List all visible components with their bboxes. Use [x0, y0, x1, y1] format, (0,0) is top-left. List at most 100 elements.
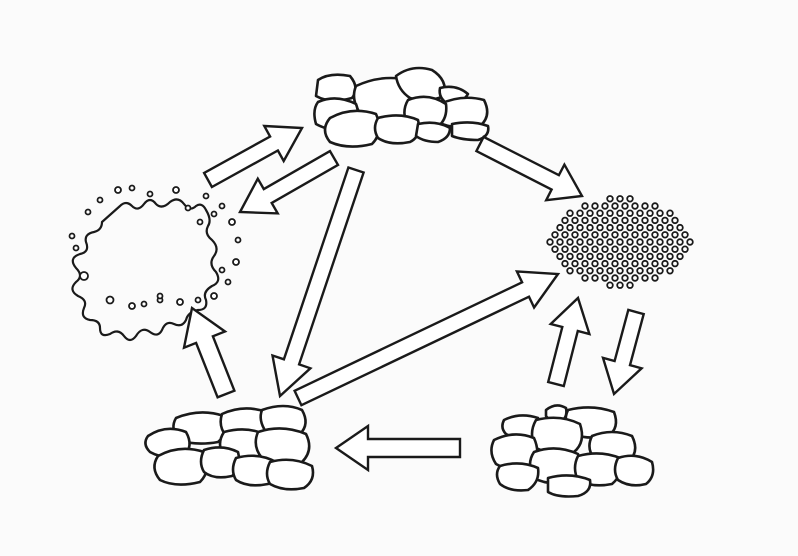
sediment-particle [576, 238, 584, 246]
sediment-particle [656, 252, 664, 261]
sediment-particle [621, 216, 629, 225]
sediment-particle [616, 223, 624, 232]
sediment-particle [626, 252, 634, 261]
sediment-particle [641, 202, 649, 210]
sediment-particle [611, 202, 619, 210]
sediment-particle [591, 245, 599, 253]
sediment-particle [616, 267, 624, 275]
sediment-particle [551, 245, 559, 253]
sediment-particle [671, 231, 679, 239]
sediment-particle [631, 245, 639, 253]
magma-droplet [68, 232, 76, 240]
magma-droplet [218, 266, 226, 274]
sediment-particle [631, 259, 639, 268]
sediment-particle [631, 216, 639, 225]
left-magma-blob [68, 184, 242, 342]
sediment-particle [556, 238, 564, 246]
sediment-particle [676, 223, 684, 232]
sediment-particle [646, 238, 654, 246]
magma-droplets [68, 184, 242, 310]
sediment-particle [606, 223, 614, 232]
sediment-particle [636, 267, 644, 275]
sediment-particle [671, 259, 679, 268]
sediment-particle [641, 274, 649, 282]
sediment-particle [616, 238, 624, 246]
bottom-right-rock-pile [490, 404, 655, 498]
sediment-particle [681, 245, 689, 253]
sediment-particle [661, 216, 669, 225]
sediment-particle [641, 259, 649, 268]
sediment-particle [631, 231, 639, 239]
sediment-particle [651, 202, 659, 210]
sediment-particle [571, 245, 579, 253]
top-rock [323, 109, 381, 148]
sediment-particle [636, 223, 644, 232]
arrow-left-magma-blob-to-top-rock-pile [202, 124, 304, 189]
sediment-particle [656, 238, 664, 246]
bottom-left-rock [265, 458, 315, 491]
sediment-particle [686, 238, 694, 246]
sediment-particle [601, 245, 609, 253]
sediment-particle [606, 238, 614, 246]
arrow-bottom-left-rock-pile-to-right-sediment-particles [293, 270, 561, 407]
bottom-left-rock-pile [144, 404, 315, 491]
sediment-particle [591, 259, 599, 268]
sediment-particle [611, 274, 619, 282]
magma-droplet [140, 300, 148, 308]
sediment-particle [551, 231, 559, 239]
sediment-particle [666, 252, 674, 261]
sediment-particle [636, 252, 644, 261]
sediment-particle [626, 209, 634, 217]
sediment-particle [626, 223, 634, 232]
sediment-particle [581, 231, 589, 239]
arrow-top-rock-pile-to-right-sediment-particles [474, 135, 584, 202]
sediment-particle [631, 274, 639, 282]
sediment-particle [566, 252, 574, 261]
sediment-particle [661, 231, 669, 239]
sediment-particle [621, 259, 629, 268]
sediment-particle [621, 274, 629, 282]
sediment-particle [651, 259, 659, 268]
sediment-particle [581, 245, 589, 253]
sediment-particle [666, 267, 674, 275]
sediment-particle [646, 223, 654, 232]
magma-droplet [146, 190, 154, 198]
sediment-particle [611, 231, 619, 239]
sediment-particle [636, 209, 644, 217]
cycle-arrows [182, 124, 646, 473]
bottom-right-rock [495, 462, 540, 492]
sediment-particle [581, 259, 589, 268]
sediment-particle [601, 259, 609, 268]
arrow-top-rock-pile-to-left-magma-blob [238, 149, 340, 215]
bottom-left-rock [199, 446, 241, 479]
sediment-particle [616, 209, 624, 217]
sediment-particle [601, 216, 609, 225]
top-rock [414, 121, 452, 144]
sediment-particle [611, 259, 619, 268]
sediment-particle [581, 216, 589, 225]
magma-droplet [228, 218, 236, 226]
magma-droplet [172, 186, 180, 194]
bottom-left-rock [153, 447, 209, 486]
sediment-particle [636, 238, 644, 246]
sediment-particle [561, 245, 569, 253]
sediment-particle [666, 223, 674, 232]
bottom-right-rock [613, 454, 655, 487]
sediment-particle [566, 223, 574, 232]
magma-droplet [202, 192, 210, 200]
magma-droplet [184, 204, 192, 212]
arrow-top-rock-pile-to-bottom-left-rock-pile [270, 165, 366, 399]
sediment-particle [571, 216, 579, 225]
sediment-particle [616, 195, 624, 203]
sediment-particle [671, 245, 679, 253]
sediment-particle [666, 209, 674, 217]
sediment-particle [586, 209, 594, 217]
right-sediment-particles [546, 195, 694, 289]
sediment-particle [591, 231, 599, 239]
magma-droplet [176, 298, 184, 306]
sediment-particle [586, 267, 594, 275]
arrow-bottom-right-rock-pile-to-bottom-left-rock-pile [333, 423, 462, 473]
sediment-particle [566, 267, 574, 275]
magma-droplet [224, 278, 232, 286]
